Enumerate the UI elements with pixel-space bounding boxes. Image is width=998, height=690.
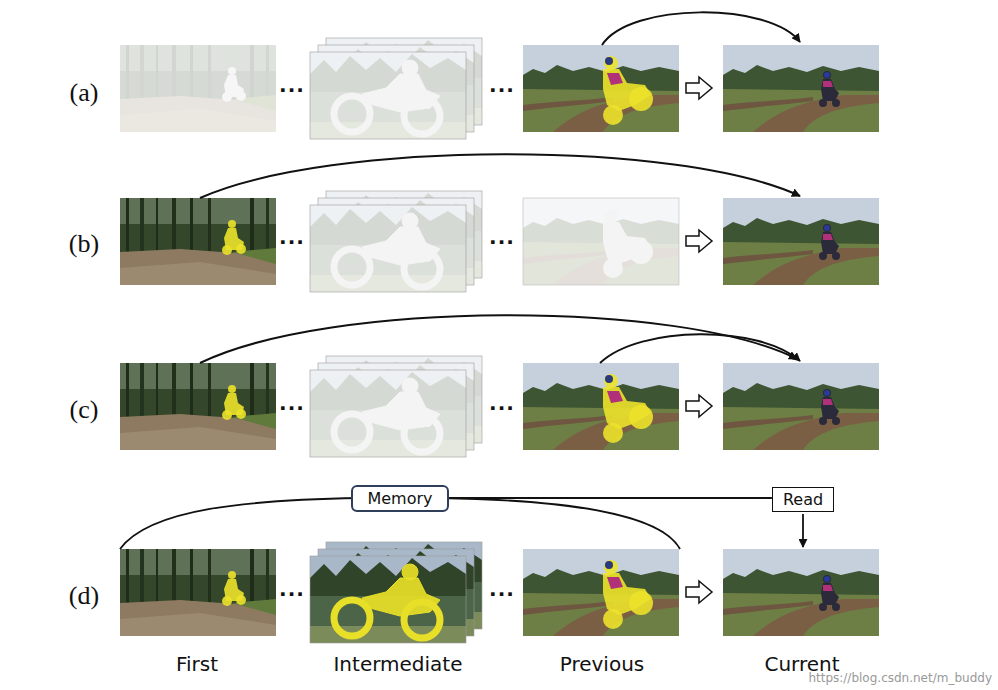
memory-arc	[120, 498, 360, 549]
frame	[120, 363, 276, 450]
ellipsis: ···	[279, 78, 305, 102]
watermark: https://blog.csdn.net/m_buddy	[808, 671, 992, 685]
ellipsis: ···	[489, 582, 515, 606]
ellipsis: ···	[279, 230, 305, 254]
frame-row-a	[120, 12, 879, 139]
frame	[723, 363, 879, 450]
reference-arc	[200, 315, 797, 363]
row-label: (d)	[69, 581, 99, 611]
frame	[523, 45, 679, 132]
column-label: Intermediate	[333, 652, 462, 676]
column-label: First	[176, 652, 218, 676]
ellipsis: ···	[279, 396, 305, 420]
frame-row-c	[120, 315, 879, 457]
read-arrow	[802, 514, 804, 547]
row-label: (a)	[70, 78, 99, 108]
frame	[310, 205, 466, 292]
memory-arc	[440, 498, 680, 549]
frame	[723, 549, 879, 636]
hollow-arrow	[686, 581, 712, 603]
reference-arc	[200, 154, 800, 198]
frame	[723, 45, 879, 132]
hollow-arrow	[686, 395, 712, 417]
hollow-arrow	[686, 77, 712, 99]
frame-row-b	[120, 154, 879, 292]
frame	[310, 556, 466, 643]
box-text: Memory	[367, 489, 432, 508]
row-label: (b)	[69, 229, 99, 259]
frame	[120, 198, 276, 285]
read-box: Read	[772, 487, 834, 512]
frame	[120, 549, 276, 636]
reference-arc	[602, 12, 800, 45]
frame	[120, 45, 276, 132]
ellipsis: ···	[489, 396, 515, 420]
frame	[723, 198, 879, 285]
ellipsis: ···	[489, 230, 515, 254]
ellipsis: ···	[489, 78, 515, 102]
frame	[523, 363, 679, 450]
memory-box: Memory	[351, 485, 448, 512]
reference-arc	[600, 334, 800, 363]
frame-row-d	[120, 498, 879, 643]
box-text: Read	[783, 490, 823, 509]
frame	[523, 198, 679, 285]
row-label: (c)	[70, 395, 99, 425]
ellipsis: ···	[279, 582, 305, 606]
frame	[310, 370, 466, 457]
hollow-arrow	[686, 230, 712, 252]
frame	[310, 52, 466, 139]
column-label: Previous	[560, 652, 645, 676]
frame	[523, 549, 679, 636]
connector	[449, 497, 772, 499]
